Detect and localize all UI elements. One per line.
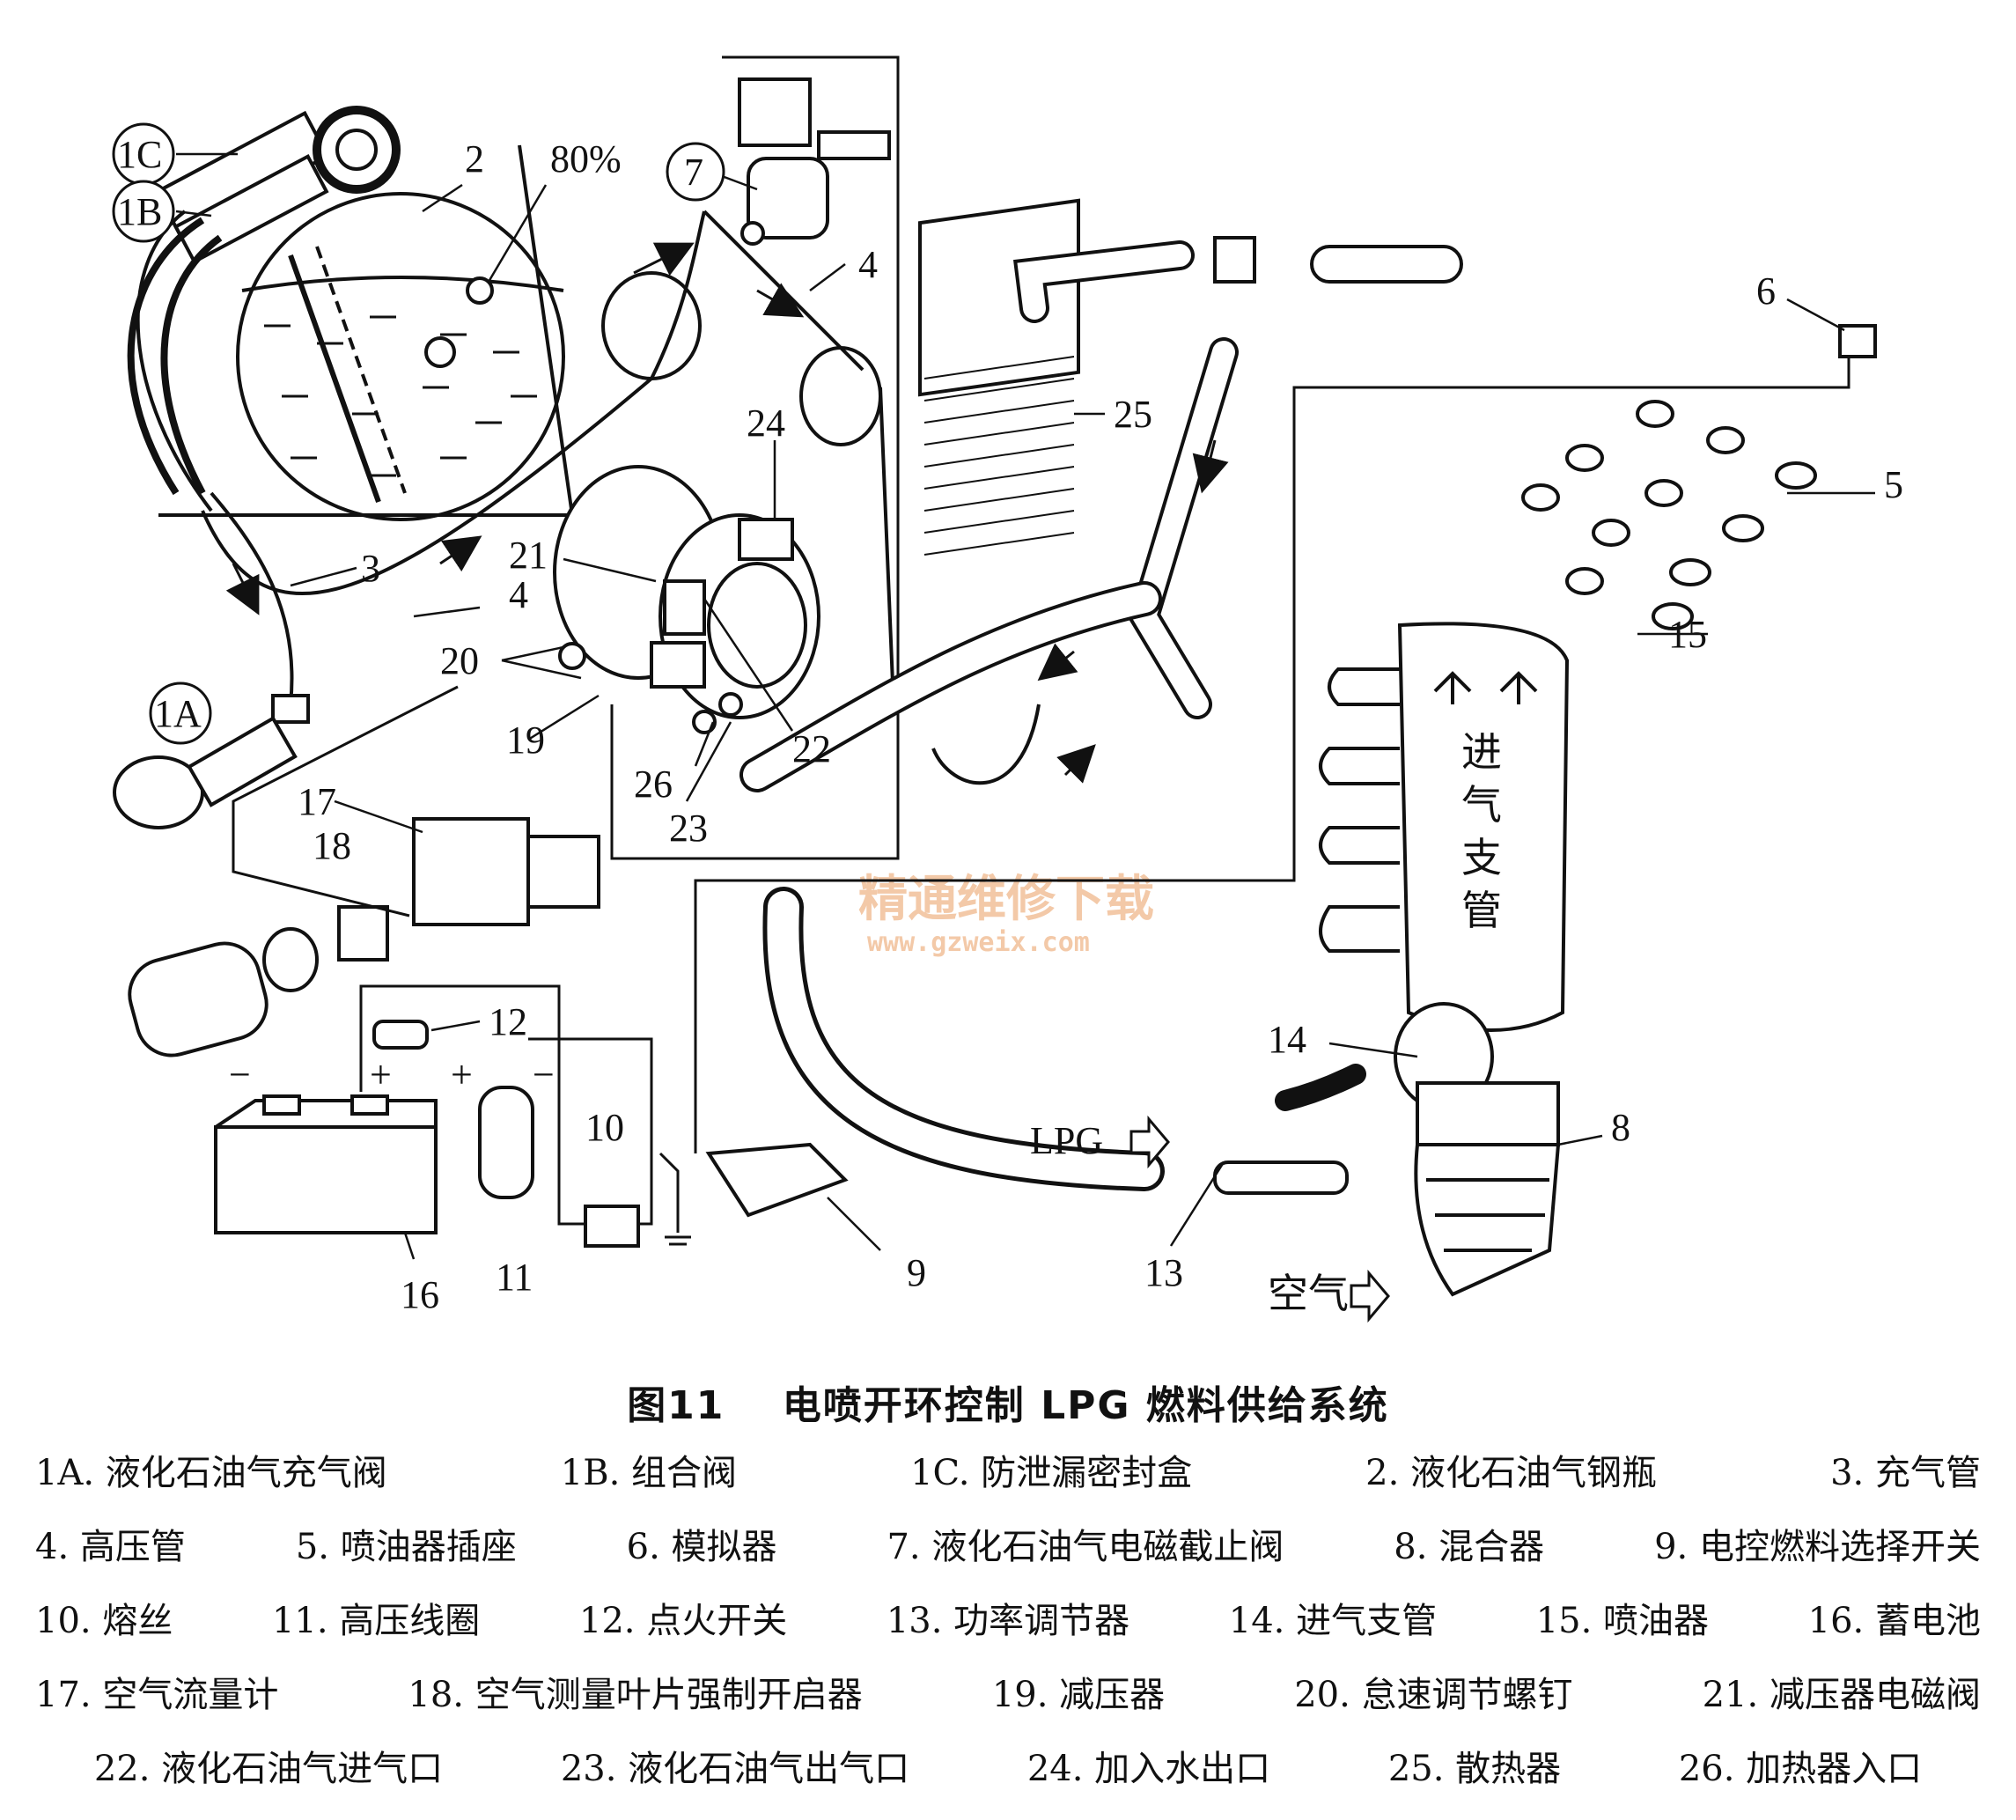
label-22: 22 [792, 727, 831, 770]
label-12: 12 [489, 1000, 527, 1043]
label-9: 9 [907, 1251, 926, 1294]
legend-item: 24. 加入水出口 [1026, 1749, 1271, 1789]
label-1C: 1C [117, 133, 162, 176]
label-18: 18 [313, 824, 351, 867]
battery-minus: − [229, 1053, 251, 1096]
fuel-selector-switch [705, 1142, 849, 1218]
legend-item: 8. 混合器 [1394, 1527, 1545, 1567]
legend-item: 12. 点火开关 [578, 1601, 788, 1641]
label-5: 5 [1884, 463, 1903, 506]
combination-valve [154, 106, 401, 264]
label-80pct: 80% [550, 137, 622, 181]
legend-item: 2. 液化石油气钢瓶 [1365, 1453, 1658, 1493]
label-4a: 4 [858, 243, 878, 286]
radiator [918, 198, 1080, 556]
ignition-coil [478, 1086, 534, 1199]
label-20: 20 [440, 639, 479, 682]
label-16: 16 [401, 1273, 439, 1316]
figure-caption: 图11 电喷开环控制 LPG 燃料供给系统 [0, 1374, 2016, 1430]
legend-item: 23. 液化石油气出气口 [560, 1749, 910, 1789]
filling-valve [113, 694, 310, 829]
legend-item: 7. 液化石油气电磁截止阀 [887, 1527, 1284, 1567]
label-2: 2 [465, 137, 484, 181]
legend-item: 17. 空气流量计 [35, 1675, 279, 1715]
label-8: 8 [1611, 1106, 1630, 1149]
legend-item: 9. 电控燃料选择开关 [1654, 1527, 1981, 1567]
manifold-char-4: 管 [1461, 887, 1502, 934]
label-lpg: LPG [1030, 1119, 1103, 1162]
figure-number: 图11 [627, 1383, 725, 1428]
label-23: 23 [669, 807, 708, 850]
intake-manifold [1319, 622, 1570, 1032]
legend-row: 1A. 液化石油气充气阀 1B. 组合阀 1C. 防泄漏密封盒 2. 液化石油气… [35, 1444, 1981, 1495]
legend-item: 25. 散热器 [1387, 1749, 1562, 1789]
legend-item: 1A. 液化石油气充气阀 [35, 1453, 387, 1493]
figure-title: 电喷开环控制 LPG 燃料供给系统 [782, 1383, 1389, 1428]
fuse [584, 1205, 640, 1248]
label-13: 13 [1144, 1251, 1183, 1294]
legend-item: 13. 功率调节器 [886, 1601, 1130, 1641]
battery-plus: + [370, 1053, 392, 1096]
legend-item: 21. 减压器电磁阀 [1702, 1675, 1981, 1715]
legend-item: 26. 加热器入口 [1678, 1749, 1923, 1789]
ignition-switch [372, 1020, 429, 1050]
legend-item: 1C. 防泄漏密封盒 [910, 1453, 1193, 1493]
manifold-char-1: 进 [1461, 728, 1502, 776]
label-26: 26 [634, 763, 673, 806]
label-3: 3 [361, 547, 380, 590]
legend-item: 4. 高压管 [35, 1527, 186, 1567]
label-15: 15 [1668, 613, 1707, 656]
label-19: 19 [506, 718, 545, 762]
legend-row: 4. 高压管 5. 喷油器插座 6. 模拟器 7. 液化石油气电磁截止阀 8. … [35, 1518, 1981, 1569]
label-air: 空气 [1268, 1270, 1349, 1317]
solenoid-shutoff-valve [738, 77, 891, 246]
lpg-tank [158, 144, 574, 521]
legend-row: 22. 液化石油气进气口 23. 液化石油气出气口 24. 加入水出口 25. … [35, 1740, 1981, 1791]
legend-item: 6. 模拟器 [626, 1527, 777, 1567]
mixer [1394, 1002, 1561, 1297]
label-17: 17 [298, 780, 336, 823]
manifold-char-3: 支 [1461, 834, 1502, 881]
legend-item: 18. 空气测量叶片强制开启器 [408, 1675, 863, 1715]
legend-item: 10. 熔丝 [35, 1601, 173, 1641]
label-21: 21 [509, 534, 548, 577]
vane-opener [337, 905, 389, 962]
watermark-url: www.gzweix.com [867, 927, 1090, 958]
legend-item: 15. 喷油器 [1535, 1601, 1710, 1641]
coil-plus: + [451, 1053, 473, 1096]
legend-item: 3. 充气管 [1830, 1453, 1981, 1493]
air-flow-meter [412, 817, 600, 926]
legend-item: 14. 进气支管 [1228, 1601, 1438, 1641]
label-7: 7 [684, 151, 703, 194]
injectors [1521, 400, 1817, 630]
label-1A: 1A [154, 692, 202, 735]
legend-item: 20. 怠速调节螺钉 [1294, 1675, 1573, 1715]
label-4b: 4 [509, 573, 528, 616]
label-24: 24 [747, 402, 785, 445]
label-1B: 1B [117, 190, 162, 233]
legend-item: 16. 蓄电池 [1807, 1601, 1981, 1641]
legend-item: 5. 喷油器插座 [295, 1527, 517, 1567]
label-14: 14 [1268, 1018, 1306, 1061]
label-10: 10 [585, 1106, 624, 1149]
legend-row: 17. 空气流量计 18. 空气测量叶片强制开启器 19. 减压器 20. 怠速… [35, 1666, 1981, 1717]
manifold-char-2: 气 [1461, 781, 1502, 829]
legend-item: 22. 液化石油气进气口 [93, 1749, 444, 1789]
battery [214, 1094, 438, 1234]
legend-item: 1B. 组合阀 [560, 1453, 738, 1493]
legend-item: 19. 减压器 [991, 1675, 1166, 1715]
pressure-reducer [553, 465, 820, 734]
label-25: 25 [1114, 393, 1152, 436]
coil-minus: − [533, 1053, 555, 1096]
legend-item: 11. 高压线圈 [271, 1601, 481, 1641]
legend-row: 10. 熔丝 11. 高压线圈 12. 点火开关 13. 功率调节器 14. 进… [35, 1592, 1981, 1643]
emulator [1838, 324, 1877, 358]
lpg-system-diagram: 精通维修下载 www.gzweix.com [112, 55, 1903, 1323]
power-regulator [1213, 1161, 1349, 1195]
label-6: 6 [1756, 269, 1776, 313]
label-11: 11 [496, 1256, 533, 1299]
